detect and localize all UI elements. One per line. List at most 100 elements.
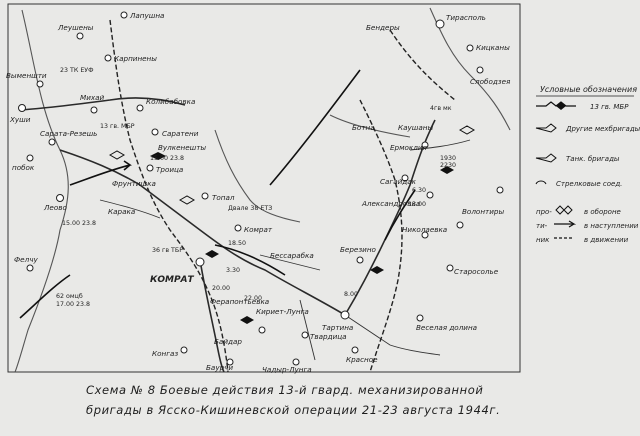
label-volontiry: Волонтиры — [462, 207, 504, 216]
label-leushen: Леушены — [57, 23, 94, 32]
legend-title: Условные обозначения — [540, 85, 637, 94]
river-kogylnik — [214, 129, 301, 223]
other-brigades-icon — [535, 123, 557, 133]
label-fruntishka: Фрунтишка — [112, 179, 156, 188]
unit-time-2200: 22.00 — [244, 295, 262, 302]
town-krasnoe — [351, 346, 359, 354]
town-olaneshty — [496, 186, 504, 194]
unit-omtsb62: 62 омцб — [56, 292, 83, 300]
legend-mode-2: в наступлении — [584, 222, 639, 230]
unit-symbols — [108, 125, 476, 324]
label-komrat: КОМРАТ — [150, 275, 195, 285]
town-sarata — [48, 138, 56, 146]
other-brigades-icon — [458, 125, 476, 135]
attack-icon — [554, 220, 577, 228]
road-bessarabka — [259, 254, 321, 271]
label-vunessen: Вулкенешты — [158, 143, 206, 152]
label-bendery: Бендеры — [366, 23, 400, 32]
river-prut — [14, 9, 69, 373]
brigade-13-icon — [150, 152, 166, 160]
attack-arrow-5 — [269, 69, 361, 186]
legend-prefix-3: ник — [536, 236, 550, 244]
label-berezino: Березино — [340, 245, 377, 254]
town-kongaz — [180, 346, 188, 354]
label-chadyr: Чадыр-Лунга — [262, 365, 312, 374]
town-saratsen — [151, 128, 159, 136]
unit-mbr13-a: 13 гв. МБР — [100, 123, 135, 130]
legend-item-1: 13 гв. МБР — [590, 103, 629, 111]
town-komrat — [195, 257, 205, 267]
brigade-13-icon — [556, 102, 566, 110]
unit-time-800: 8.00 — [344, 291, 358, 298]
railroad-west — [109, 19, 229, 373]
road-main — [59, 149, 346, 316]
legend-mode-1: в обороне — [584, 208, 621, 216]
label-sagaydak: Сагайдак — [380, 177, 417, 186]
label-tiraspol: Тирасполь — [446, 13, 486, 22]
label-vesyolaya: Веселая долина — [416, 323, 477, 332]
label-starosolye: Старосолье — [454, 267, 499, 276]
town-troitsa — [146, 164, 154, 172]
river-botna — [329, 114, 411, 138]
railroad-east — [359, 99, 403, 373]
town-leushen — [76, 32, 84, 40]
legend-item-2: Другие мехбригады — [565, 125, 640, 133]
label-tartino: Тартина — [322, 323, 353, 332]
town-topal — [201, 192, 209, 200]
town-volontiry — [456, 221, 464, 229]
label-bessaraba: Бессарабка — [270, 251, 314, 260]
label-alexandrovka: Александровка — [361, 199, 420, 208]
label-ermokliya: Ермоклия — [390, 143, 428, 152]
town-mikhai — [90, 106, 98, 114]
label-saratenoludi: Сарата-Резешь — [40, 129, 97, 138]
label-botna: Ботна — [352, 123, 375, 132]
attack-arrow-1 — [69, 160, 132, 186]
town-baurchi — [226, 358, 234, 366]
unit-time-630: 6.30 — [412, 187, 426, 194]
legend-prefix-1: про- — [536, 208, 552, 216]
town-vesyolaya — [416, 314, 424, 322]
other-brigades-icon — [178, 195, 196, 205]
legend-item-3: Танк. бригады — [566, 155, 620, 163]
unit-kp-time: 15.00 23.8 — [150, 155, 184, 162]
legend-mode-3: в движении — [584, 236, 629, 244]
brigade-13-icon — [240, 316, 254, 324]
defence-icon — [555, 205, 573, 215]
town-alexandrovka — [426, 191, 434, 199]
label-baydar: Байдар — [214, 337, 242, 346]
label-karaka: Карака — [108, 207, 135, 216]
attack-arrow-2 — [214, 244, 286, 276]
unit-guard: 4гв мк — [430, 105, 452, 112]
legend: Условные обозначения 13 гв. МБР Другие м… — [535, 85, 640, 244]
railroad-bendery — [389, 29, 456, 101]
label-saratsen: Саратени — [162, 129, 199, 138]
town-slobodzeya — [476, 66, 484, 74]
unit-code-1: 1930 — [440, 155, 456, 162]
label-vymeshti: Выменшти — [6, 71, 47, 80]
unit-omtsb-time: 17.00 23.8 — [56, 301, 90, 308]
legend-prefix-2: ти- — [536, 222, 548, 230]
label-pobok: побок — [12, 163, 35, 172]
town-starosolye — [446, 264, 454, 272]
unit-tk23: 23 ТК ЕУФ — [60, 67, 94, 74]
label-kirgizhe: Кириет-Лунга — [256, 307, 309, 316]
town-kirsheva — [258, 326, 266, 334]
brigade-13-icon — [205, 250, 219, 258]
label-nikolaevka: Николаевка — [402, 225, 447, 234]
town-pobok — [26, 154, 34, 162]
town-kitskany — [466, 44, 474, 52]
unit-code-2: 2230 — [440, 162, 456, 169]
town-khushi — [18, 104, 26, 112]
label-kongaz: Конгаз — [152, 349, 178, 358]
town-karpinen — [104, 54, 112, 62]
unit-time-1850: 18.50 — [228, 240, 246, 247]
label-slobodzeya: Слободзея — [470, 77, 511, 86]
label-tvardica: Твардица — [310, 332, 347, 341]
town-tartino — [340, 310, 350, 320]
road-kaushany — [409, 139, 471, 151]
brigade-13-icon — [536, 101, 576, 107]
town-tiraspol — [435, 19, 445, 29]
label-leovo: Леово — [43, 203, 67, 212]
road-vesyolaya — [344, 314, 441, 356]
town-sagaydak — [401, 174, 409, 182]
